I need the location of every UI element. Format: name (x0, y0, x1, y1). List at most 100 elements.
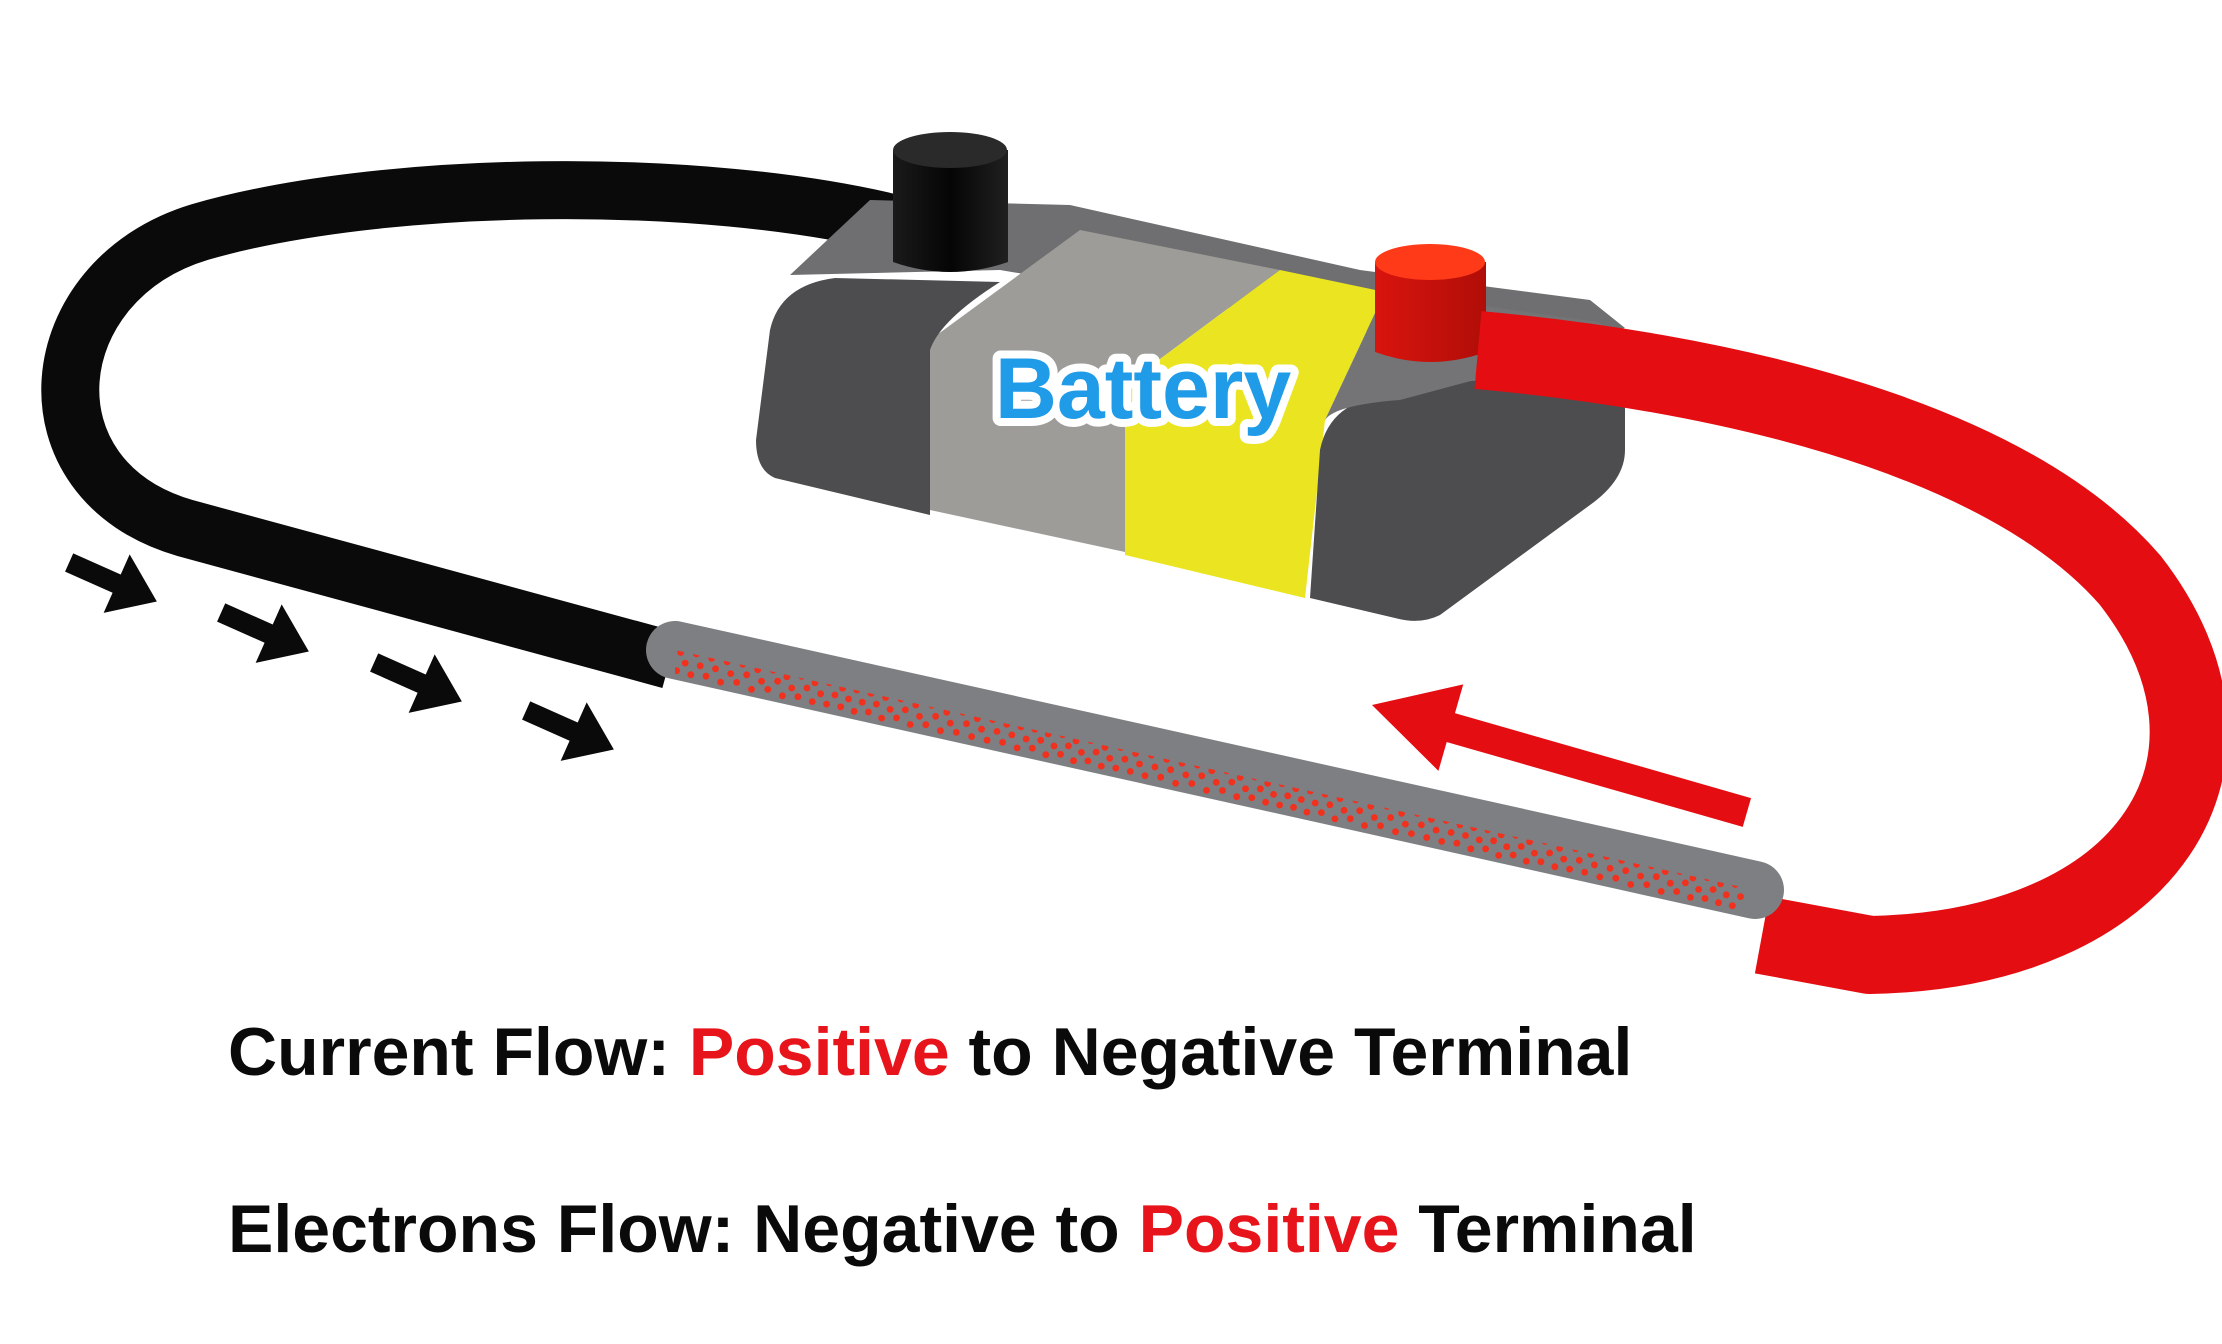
electron-dot (823, 700, 830, 708)
electron-dot (1722, 891, 1730, 899)
electron-dot (1575, 856, 1583, 864)
electron-dot (774, 677, 781, 685)
electron-dot (1622, 867, 1630, 875)
electron-dot (1402, 820, 1409, 828)
electron-dot (681, 659, 689, 667)
electron-dot (1551, 863, 1559, 871)
electron-dot (1112, 764, 1120, 772)
electron-dot (1682, 879, 1689, 887)
electron-dot (1042, 751, 1050, 759)
electron-dot (1370, 814, 1378, 821)
battery-gray-band (930, 230, 1280, 552)
electron-dot (916, 713, 923, 720)
electron-dot (1097, 762, 1105, 770)
electron-dot (1546, 849, 1553, 857)
electron-dot (978, 725, 985, 733)
electron-dot (1475, 836, 1483, 844)
electron-dot (1151, 763, 1159, 771)
electron-dot (1276, 801, 1283, 809)
electron-dot (1297, 796, 1305, 803)
electron-dot (1581, 868, 1589, 876)
electron-dot (1284, 792, 1292, 800)
electron-flow-arrows (65, 553, 614, 761)
positive-terminal (1375, 244, 1486, 362)
electron-dot (1050, 742, 1058, 750)
electron-dot (1652, 873, 1660, 881)
electron-dot (1447, 829, 1455, 836)
electron-dot (727, 670, 735, 677)
electron-dot (1695, 886, 1702, 893)
electron-dot (1013, 744, 1021, 752)
electron-dot (1612, 874, 1620, 882)
electron-dot (808, 698, 816, 705)
electron-dot (1057, 750, 1064, 758)
caption-electrons-highlight: Positive (1138, 1191, 1400, 1267)
electron-dot (946, 719, 954, 727)
electron-dot (1248, 794, 1256, 802)
electron-dot (1141, 772, 1149, 780)
negative-terminal (893, 132, 1008, 272)
caption-current-prefix: Current Flow: (228, 1014, 689, 1090)
electron-dot (1070, 757, 1077, 765)
electron-dot (831, 691, 839, 699)
electron-dot (1591, 861, 1598, 869)
electron-dot (1290, 803, 1297, 811)
electron-dot (1482, 845, 1489, 853)
electron-dot (803, 684, 811, 692)
electron-dot (1078, 749, 1085, 756)
electron-dot (1303, 808, 1311, 816)
electron-dot (886, 706, 894, 713)
electron-dot (1318, 809, 1325, 816)
electron-dot (1106, 754, 1114, 762)
electron-dot (993, 728, 1001, 735)
electron-dot (1418, 821, 1425, 829)
electron-dot (675, 667, 680, 675)
electron-dot (1606, 864, 1614, 872)
conductor (646, 621, 1784, 919)
electron-dot (1326, 801, 1334, 809)
electron-dot (702, 672, 710, 680)
electron-dot (1387, 814, 1394, 821)
electron-dot (901, 706, 909, 714)
electron-dot (858, 698, 866, 706)
electron-dot (1022, 735, 1030, 743)
arrow-right-icon (370, 653, 462, 713)
electron-dot (1596, 873, 1604, 881)
electron-dot (1517, 843, 1525, 850)
electron-dot (733, 679, 741, 686)
electron-dot (758, 677, 765, 685)
electron-dot (952, 728, 960, 736)
electron-dot (1627, 881, 1635, 888)
electron-dot (937, 727, 944, 735)
electron-dot (1242, 785, 1249, 793)
electron-dot (922, 721, 930, 729)
electron-dot (748, 685, 755, 693)
caption-current-suffix: to Negative Terminal (949, 1014, 1633, 1090)
electron-dot (1065, 742, 1072, 750)
electron-dot (1262, 798, 1269, 806)
electron-dot (1084, 757, 1092, 765)
electron-dot (794, 693, 802, 701)
electron-dot (1167, 766, 1174, 774)
electron-dot (1453, 839, 1461, 847)
electron-dot (1687, 894, 1694, 901)
electron-dot (1008, 731, 1016, 739)
electron-dot (999, 739, 1006, 746)
caption-electron-flow: Electrons Flow: Negative to Positive Ter… (228, 1195, 1697, 1263)
electron-dot (1715, 899, 1722, 907)
electron-dot (1182, 771, 1190, 779)
current-flow-arrow-icon (1372, 684, 1752, 827)
electron-dot (845, 695, 852, 703)
electron-dot (1467, 845, 1475, 853)
electron-dot (1198, 772, 1206, 780)
electron-dot (1537, 858, 1545, 866)
electron-dot (906, 721, 914, 728)
electron-dot (1212, 778, 1220, 786)
electron-dot (1728, 902, 1736, 910)
electron-dot (1172, 779, 1179, 787)
electron-dot (1188, 780, 1196, 787)
electron-dot (1509, 851, 1517, 859)
electron-dot (878, 714, 885, 722)
electron-dot (1356, 807, 1364, 815)
